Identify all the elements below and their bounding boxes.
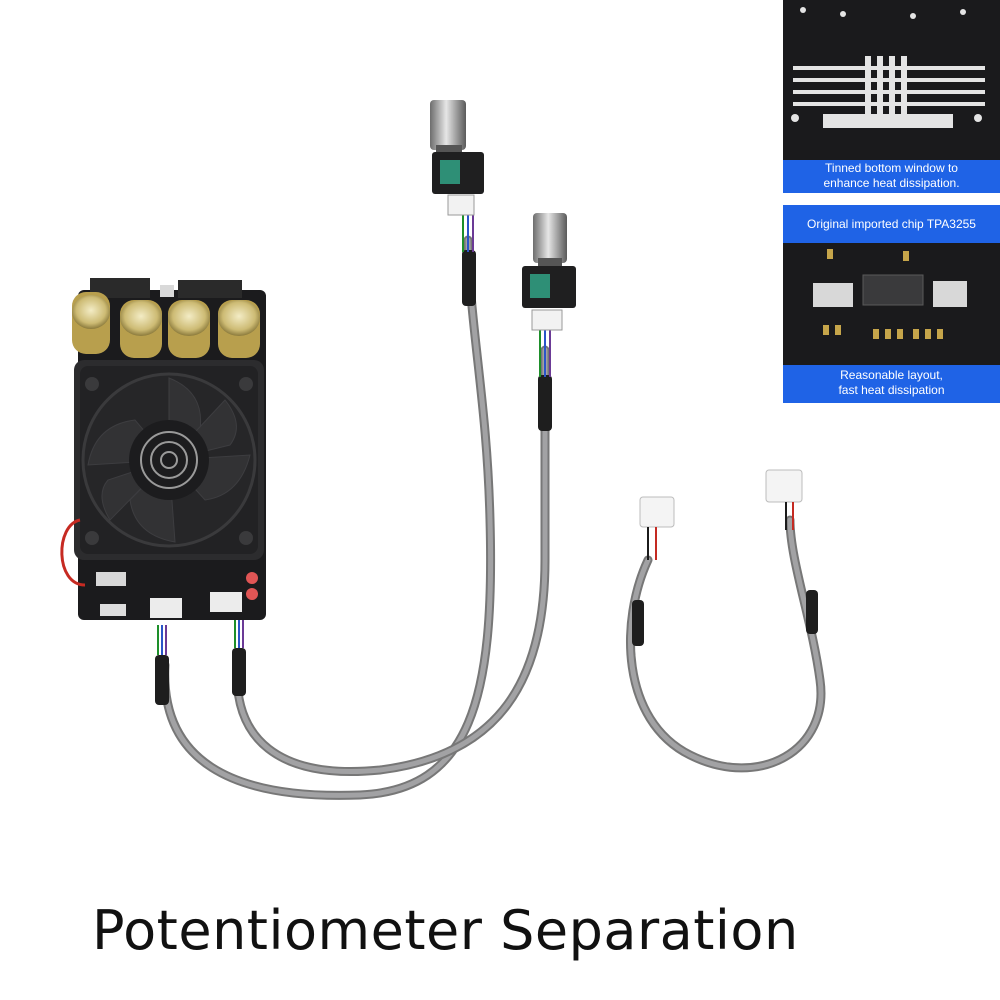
potentiometer-top — [430, 100, 484, 216]
inset-label: Tinned bottom window to enhance heat dis… — [783, 160, 1000, 193]
colored-wires — [157, 215, 551, 655]
heatshrink-sleeve — [232, 648, 246, 696]
inset-chip: Original imported chip TPA3255 Reasonabl… — [783, 205, 1000, 403]
inset-label-line: Reasonable layout, — [840, 368, 943, 382]
capacitors — [72, 292, 260, 358]
cable-connector-right — [765, 469, 803, 530]
pcb-chip-photo — [783, 243, 1000, 367]
heatshrink-sleeve — [806, 590, 818, 634]
heatshrink-sleeve — [632, 600, 644, 646]
inset-label-line: fast heat dissipation — [838, 383, 945, 397]
heatshrink-sleeve — [462, 250, 476, 306]
amplifier-board — [60, 278, 266, 620]
caption-title: Potentiometer Separation — [92, 899, 799, 962]
cable-connector-left — [639, 496, 675, 560]
inset-label-line: Original imported chip TPA3255 — [807, 217, 976, 231]
inset-label-line: enhance heat dissipation. — [823, 176, 960, 190]
inset-label-line: Tinned bottom window to — [825, 161, 958, 175]
heatshrink-sleeve — [155, 655, 169, 705]
potentiometer-bottom — [522, 213, 576, 331]
inset-tinned-bottom: Tinned bottom window to enhance heat dis… — [783, 0, 1000, 193]
heatshrink-sleeve — [538, 375, 552, 431]
pot-cable-right — [232, 345, 550, 776]
pot-cable-left — [160, 235, 496, 800]
inset-label: Original imported chip TPA3255 — [783, 205, 1000, 243]
inset-label: Reasonable layout, fast heat dissipation — [783, 365, 1000, 403]
extension-cable — [626, 515, 826, 773]
